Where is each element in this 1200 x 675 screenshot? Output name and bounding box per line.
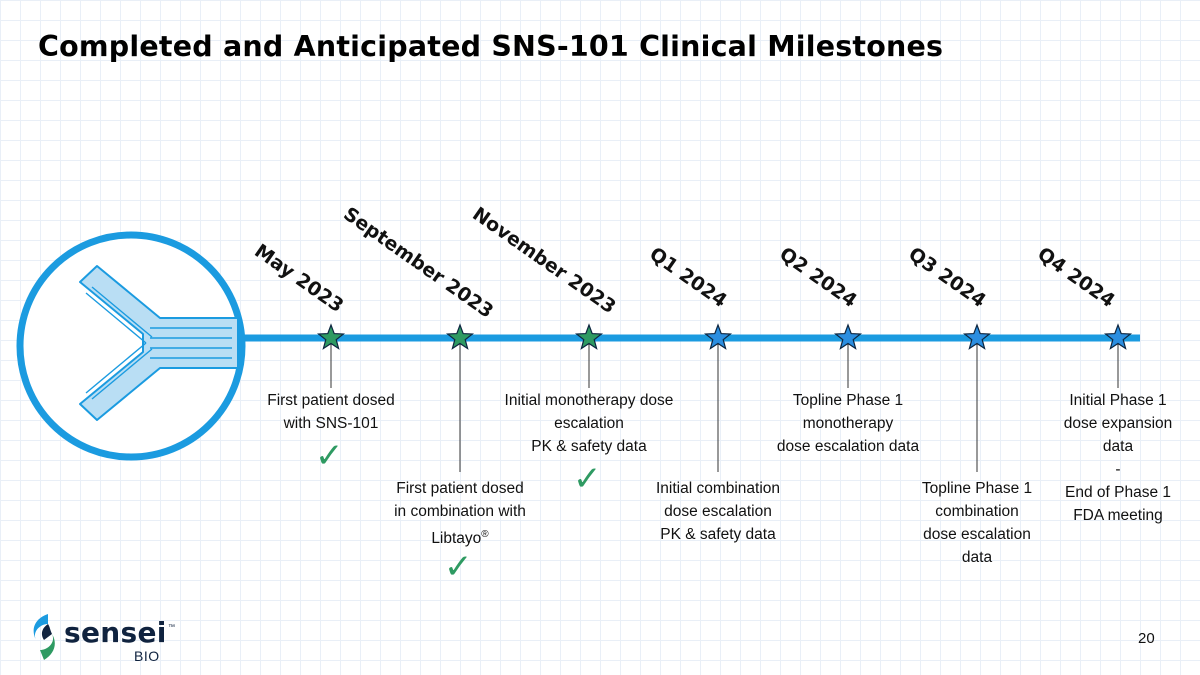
milestone-description-line: End of Phase 1 xyxy=(1065,484,1171,501)
milestone-description: Topline Phase 1 combination dose escalatio… xyxy=(892,477,1062,569)
milestone-description-line: with SNS-101 xyxy=(283,415,379,432)
milestone-description-line: dose escalation xyxy=(664,503,772,520)
milestone-description-line: Initial monotherapy dose xyxy=(504,392,674,409)
checkmark-icon: ✓ xyxy=(315,436,344,476)
page-number: 20 xyxy=(1138,630,1155,647)
milestone-description: Initial Phase 1 dose expansion data - End of… xyxy=(1033,389,1200,527)
milestone-description: Topline Phase 1 monotherapy dose escalatio… xyxy=(763,389,933,458)
logo-wordmark: sensei xyxy=(64,616,167,649)
milestone-description-line: FDA meeting xyxy=(1073,507,1163,524)
anticipated-star-icon xyxy=(703,323,733,350)
completed-star-icon xyxy=(316,323,346,350)
completed-star-icon xyxy=(445,323,475,350)
milestone-description-line: PK & safety data xyxy=(531,438,647,455)
checkmark-icon: ✓ xyxy=(444,547,473,587)
milestone-description-line: First patient dosed xyxy=(396,480,524,497)
milestone-description-line: dose escalation data xyxy=(776,438,920,455)
milestone-description-line: combination xyxy=(935,503,1019,520)
antibody-circle xyxy=(16,231,246,461)
completed-star-icon xyxy=(574,323,604,350)
milestone-description-line: escalation xyxy=(554,415,624,432)
milestone-description-line: Initial combination xyxy=(655,480,781,497)
registered-mark: ® xyxy=(481,529,489,540)
logo-bio: BIO xyxy=(134,648,160,664)
milestone-description: Initial monotherapy dose escalation PK & s… xyxy=(504,389,674,458)
milestone-description-line: - xyxy=(1115,461,1121,478)
milestone-description-line: dose escalation xyxy=(923,526,1031,543)
milestone-description-line: dose expansion xyxy=(1063,415,1173,432)
milestone-description-line: Topline Phase 1 xyxy=(921,480,1033,497)
milestone-description: Initial combination dose escalation PK & s… xyxy=(633,477,803,546)
sensei-logo-mark xyxy=(33,614,55,660)
checkmark-icon: ✓ xyxy=(573,459,602,499)
milestone-description: First patient dosed with SNS-101 xyxy=(246,389,416,435)
milestone-description-line: data xyxy=(1102,438,1134,455)
milestone-description-line: data xyxy=(961,549,993,566)
anticipated-star-icon xyxy=(833,323,863,350)
milestone-description-line: in combination with xyxy=(394,503,526,520)
milestone-description-line: Topline Phase 1 xyxy=(792,392,904,409)
logo-trademark: ™ xyxy=(168,624,175,631)
milestone-description-line: monotherapy xyxy=(802,415,894,432)
anticipated-star-icon xyxy=(962,323,992,350)
page-title: Completed and Anticipated SNS-101 Clinic… xyxy=(38,30,944,63)
milestone-description-line: PK & safety data xyxy=(660,526,776,543)
anticipated-star-icon xyxy=(1103,323,1133,350)
milestone-description-line: First patient dosed xyxy=(267,392,395,409)
milestone-description-line: Initial Phase 1 xyxy=(1069,392,1167,409)
milestone-description-line: Libtayo® xyxy=(431,529,489,548)
